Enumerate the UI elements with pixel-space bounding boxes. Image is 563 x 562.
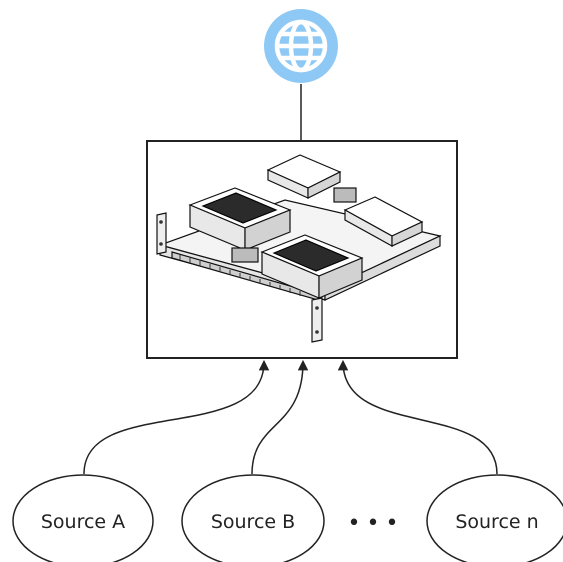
more-sources-ellipsis: •••	[348, 511, 405, 536]
source-label: Source B	[211, 511, 295, 533]
source-label: Source n	[455, 511, 538, 533]
source-node-b: Source B	[181, 474, 325, 562]
arrow-source-n	[337, 359, 498, 475]
arrow-source-b	[251, 359, 309, 475]
arrow-source-a	[83, 359, 270, 475]
rack-server-image	[156, 154, 442, 343]
globe-icon	[264, 9, 338, 83]
source-node-n: Source n	[426, 474, 563, 562]
source-label: Source A	[41, 511, 125, 533]
source-node-a: Source A	[12, 474, 154, 562]
